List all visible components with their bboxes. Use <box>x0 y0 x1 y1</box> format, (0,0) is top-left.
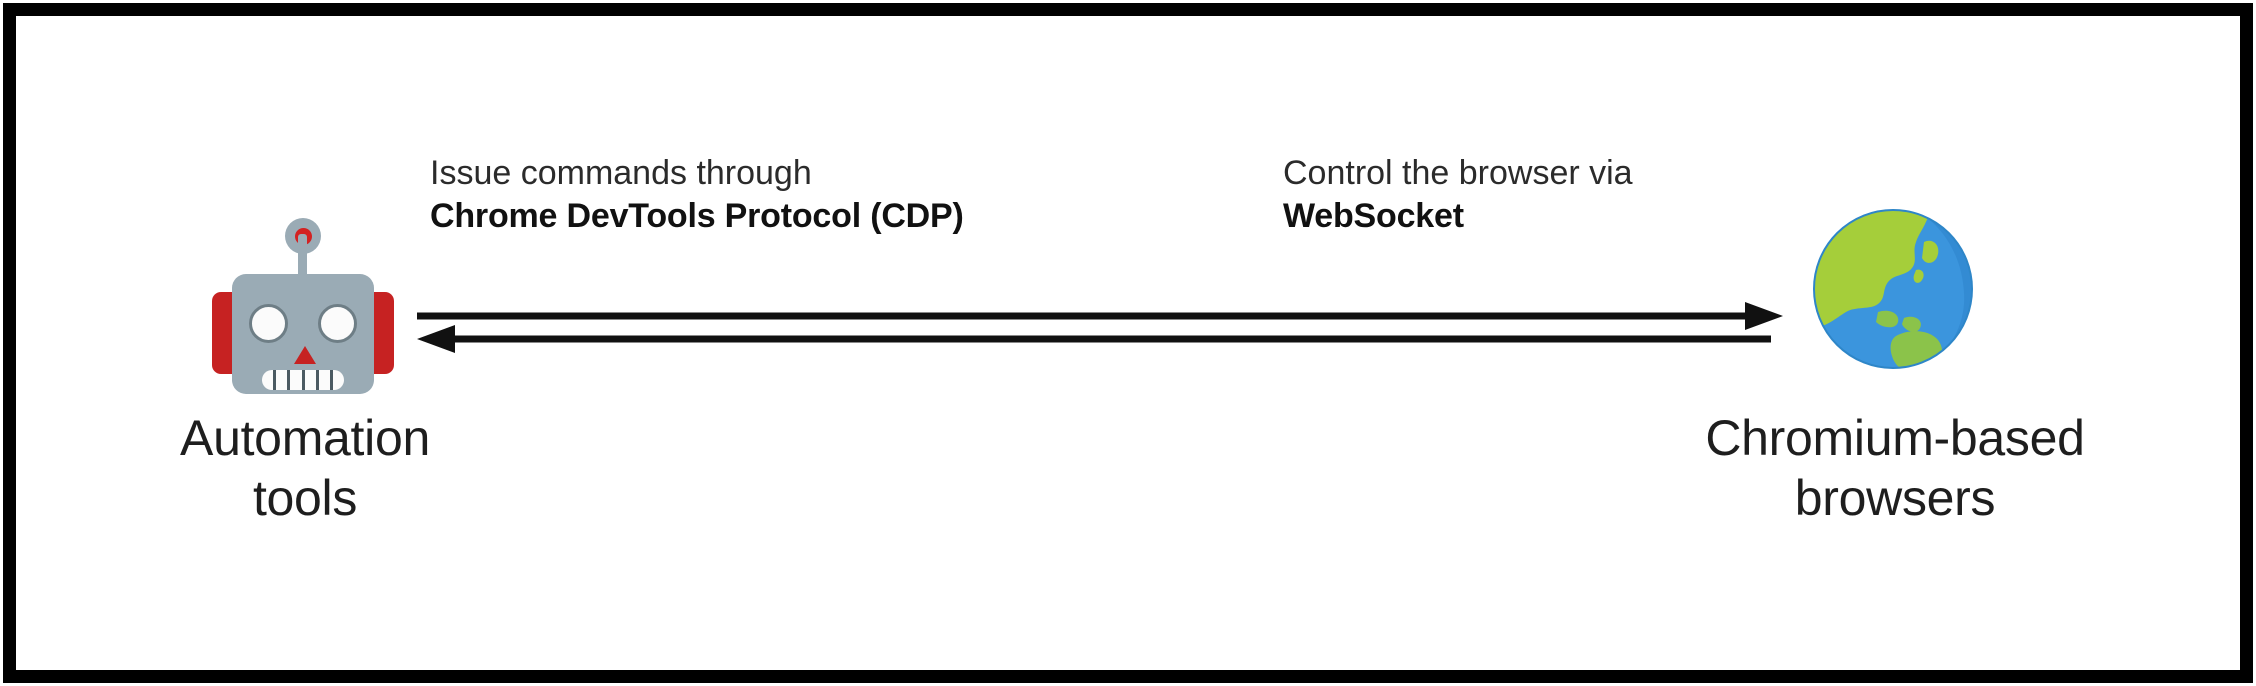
robot-eye-right-icon <box>318 304 357 343</box>
arrow-right-cdp <box>417 302 1783 330</box>
node-caption-automation-tools: Automation tools <box>110 408 500 528</box>
caption-line-2: tools <box>252 470 358 526</box>
robot-eye-left-icon <box>249 304 288 343</box>
robot-nose-icon <box>294 346 316 364</box>
robot-head-icon <box>232 274 374 394</box>
robot-tooth <box>333 370 344 390</box>
bidirectional-arrow-connector <box>415 298 1785 354</box>
robot-tooth <box>262 370 277 390</box>
robot-antenna-stem-icon <box>298 234 307 290</box>
caption-line-2: browsers <box>1794 470 1996 526</box>
edge-label-cdp: Issue commands through Chrome DevTools P… <box>430 152 964 238</box>
edge-label-websocket-line-2: WebSocket <box>1283 196 1464 235</box>
robot-tooth <box>319 370 333 390</box>
arrow-left-websocket <box>417 325 1771 353</box>
robot-tooth <box>290 370 305 390</box>
robot-tooth <box>305 370 319 390</box>
caption-line-1: Automation <box>180 410 430 466</box>
robot-icon <box>210 216 396 394</box>
caption-line-1: Chromium-based <box>1705 410 2085 466</box>
robot-tooth <box>276 370 291 390</box>
edge-label-websocket-line-1: Control the browser via <box>1283 154 1633 192</box>
globe-icon <box>1812 208 1974 370</box>
node-caption-chromium-browsers: Chromium-based browsers <box>1620 408 2170 528</box>
robot-mouth-icon <box>262 370 344 390</box>
edge-label-cdp-line-1: Issue commands through <box>430 154 812 192</box>
edge-label-cdp-line-2: Chrome DevTools Protocol (CDP) <box>430 196 964 235</box>
edge-label-websocket: Control the browser via WebSocket <box>1283 152 1633 238</box>
